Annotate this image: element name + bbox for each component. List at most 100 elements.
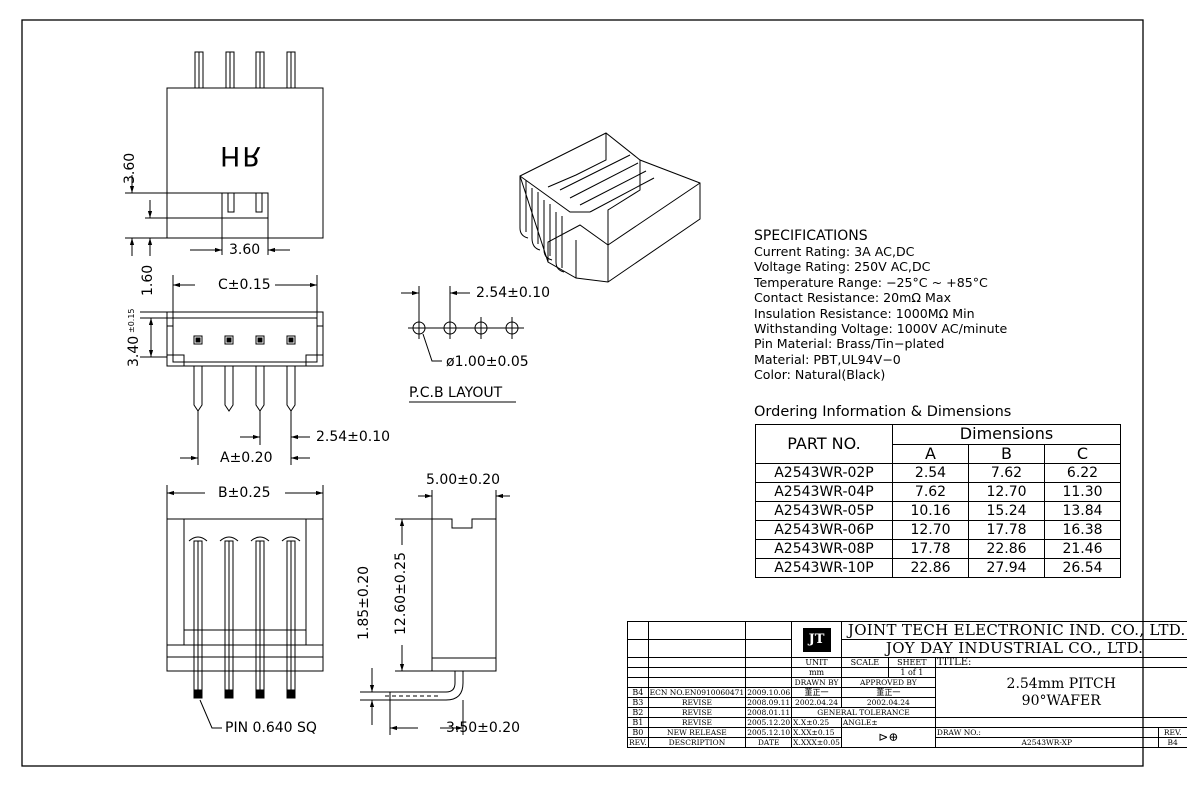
ordering-cell-part: A2543WR-08P bbox=[755, 539, 893, 559]
angle-label: ANGLE± bbox=[840, 717, 936, 728]
approved-by-name: 董正一 bbox=[840, 687, 936, 698]
ordering-cell-c: 6.22 bbox=[1044, 463, 1121, 483]
approved-date: 2002.04.24 bbox=[840, 697, 936, 708]
date-col-header: DATE bbox=[745, 737, 793, 748]
date-cell: 2005.12.20 bbox=[745, 717, 793, 728]
top-view bbox=[125, 51, 324, 256]
sheet-value: 1 of 1 bbox=[887, 667, 936, 678]
ordering-cell-c: 21.46 bbox=[1044, 539, 1121, 559]
dim-side-500: 5.00±0.20 bbox=[426, 472, 501, 488]
specifications: SPECIFICATIONS Current Rating: 3A AC,DC … bbox=[754, 228, 1007, 383]
draw-no-label: DRAW NO.: bbox=[934, 727, 1159, 738]
ordering-cell-a: 7.62 bbox=[892, 482, 969, 502]
dim-tol-015: ±0.15 bbox=[127, 308, 136, 333]
ordering-cell-b: 22.86 bbox=[968, 539, 1045, 559]
col-b: B bbox=[968, 443, 1045, 464]
desc-col-header: DESCRIPTION bbox=[647, 737, 747, 748]
front-view bbox=[140, 275, 324, 465]
ordering-cell-c: 13.84 bbox=[1044, 501, 1121, 521]
col-c: C bbox=[1044, 443, 1121, 464]
approved-by-label: APPROVED BY bbox=[840, 677, 936, 688]
date-cell: 2008.09.11 bbox=[745, 697, 793, 708]
pcb-hole: ø1.00±0.05 bbox=[446, 354, 529, 370]
desc-cell: REVISE bbox=[647, 717, 747, 728]
rev-label: REV. bbox=[1157, 727, 1187, 738]
rev-cell: B0 bbox=[627, 727, 649, 738]
ordering-cell-b: 17.78 bbox=[968, 520, 1045, 540]
dim-side-185: 1.85±0.20 bbox=[356, 565, 372, 640]
pcb-label: P.C.B LAYOUT bbox=[409, 385, 503, 401]
title-line-1: 2.54mm PITCH bbox=[1006, 675, 1116, 692]
company-logo: JT bbox=[802, 627, 831, 652]
desc-cell: REVISE bbox=[647, 697, 747, 708]
unit-value: mm bbox=[791, 667, 842, 678]
date-cell: 2008.01.11 bbox=[745, 707, 793, 718]
ordering-cell-b: 27.94 bbox=[968, 558, 1045, 578]
dim-top-height: 3.60 bbox=[122, 152, 138, 184]
tol-xx: X.XX±0.15 bbox=[791, 727, 842, 738]
ordering-cell-a: 22.86 bbox=[892, 558, 969, 578]
ordering-cell-c: 16.38 bbox=[1044, 520, 1121, 540]
dim-pin-sq: PIN 0.640 SQ bbox=[225, 720, 317, 736]
dim-3-40: 3.40 bbox=[126, 335, 142, 367]
desc-cell: NEW RELEASE bbox=[647, 727, 747, 738]
title-line-2: 90°WAFER bbox=[1021, 692, 1101, 709]
spec-line: Withstanding Voltage: 1000V AC/minute bbox=[754, 321, 1008, 337]
dim-side-1260: 12.60±0.25 bbox=[393, 552, 409, 635]
company-name-2: JOY DAY INDUSTRIAL CO., LTD. bbox=[840, 639, 1187, 658]
ordering-cell-a: 17.78 bbox=[892, 539, 969, 559]
specs-heading: SPECIFICATIONS bbox=[754, 228, 868, 244]
ordering-cell-part: A2543WR-10P bbox=[755, 558, 893, 578]
tol-x: X.X±0.25 bbox=[791, 717, 842, 728]
draw-no: A2543WR-XP bbox=[934, 737, 1159, 748]
dim-top-width: 3.60 bbox=[229, 242, 261, 258]
rev-col-header: REV. bbox=[627, 737, 649, 748]
isometric-view bbox=[519, 132, 701, 283]
title-block: JT JOINT TECH ELECTRONIC IND. CO., LTD. … bbox=[627, 621, 1187, 748]
dim-1-60: 1.60 bbox=[140, 264, 156, 296]
company-name-1: JOINT TECH ELECTRONIC IND. CO., LTD. bbox=[840, 621, 1187, 640]
spec-line: Voltage Rating: 250V AC,DC bbox=[754, 259, 931, 275]
ordering-cell-b: 12.70 bbox=[968, 482, 1045, 502]
ordering-cell-a: 10.16 bbox=[892, 501, 969, 521]
dim-b: B±0.25 bbox=[218, 485, 271, 501]
dim-c: C±0.15 bbox=[218, 277, 271, 293]
projection-symbol-icon: ⊳⊕ bbox=[878, 729, 899, 744]
title-label: TITLE: bbox=[934, 657, 1187, 668]
spec-line: Insulation Resistance: 1000MΩ Min bbox=[754, 305, 975, 321]
dim-a: A±0.20 bbox=[220, 450, 273, 466]
hr-logo-mark: HR bbox=[220, 140, 264, 171]
ordering-cell-b: 7.62 bbox=[968, 463, 1045, 483]
spec-line: Color: Natural(Black) bbox=[754, 367, 886, 383]
dim-side-350: 3.50±0.20 bbox=[446, 720, 521, 736]
ordering-cell-part: A2543WR-02P bbox=[755, 463, 893, 483]
part-no-header: PART NO. bbox=[755, 424, 893, 464]
bottom-view bbox=[166, 485, 324, 729]
rev-value: B4 bbox=[1157, 737, 1187, 748]
date-cell: 2009.10.06 bbox=[745, 687, 793, 698]
date-cell: 2005.12.10 bbox=[745, 727, 793, 738]
spec-line: Current Rating: 3A AC,DC bbox=[754, 244, 915, 259]
side-view bbox=[360, 490, 510, 735]
rev-cell: B4 bbox=[627, 687, 649, 698]
ordering-cell-c: 26.54 bbox=[1044, 558, 1121, 578]
ordering-cell-a: 2.54 bbox=[892, 463, 969, 483]
rev-cell: B3 bbox=[627, 697, 649, 708]
pcb-layout bbox=[401, 286, 524, 403]
ordering-cell-part: A2543WR-06P bbox=[755, 520, 893, 540]
dim-pitch-front: 2.54±0.10 bbox=[316, 429, 391, 445]
spec-line: Temperature Range: −25°C ~ +85°C bbox=[754, 274, 988, 290]
ordering-cell-part: A2543WR-05P bbox=[755, 501, 893, 521]
spec-line: Pin Material: Brass/Tin−plated bbox=[754, 336, 945, 352]
sheet-label: SHEET bbox=[887, 657, 936, 668]
unit-label: UNIT bbox=[791, 657, 842, 668]
ordering-cell-part: A2543WR-04P bbox=[755, 482, 893, 502]
drawn-by-label: DRAWN BY bbox=[791, 677, 842, 688]
